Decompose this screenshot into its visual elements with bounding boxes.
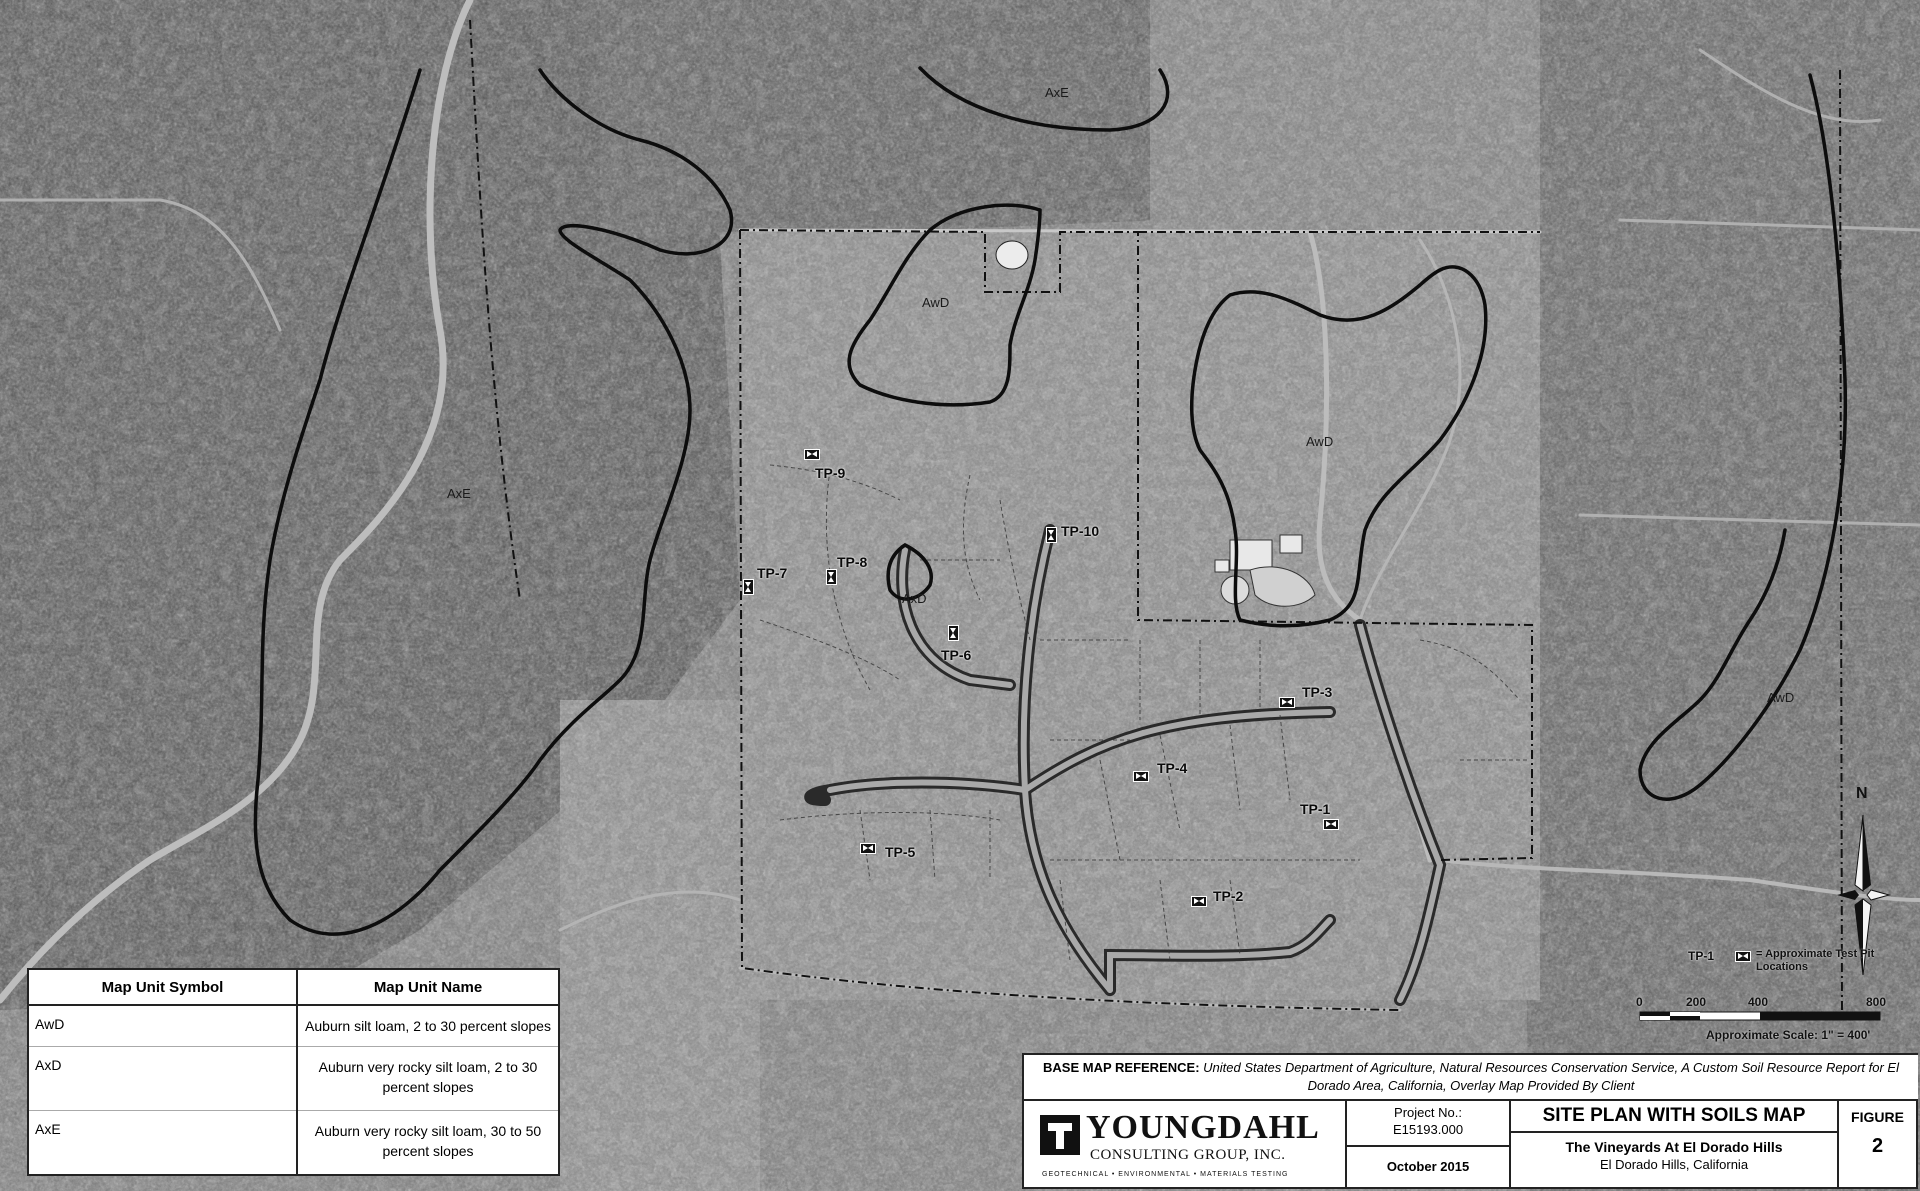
soil-boundaries xyxy=(253,66,1848,936)
test-pit-label-tp2: TP-2 xyxy=(1213,888,1244,904)
legend-name: Auburn very rocky silt loam, 2 to 30 per… xyxy=(297,1045,558,1111)
boundary-far-east xyxy=(1839,69,1843,1021)
test-pit-marker-tp8 xyxy=(826,569,837,585)
road-east-lane-2 xyxy=(1578,513,1920,527)
title-block: YOUNGDAHL CONSULTING GROUP, INC. GEOTECH… xyxy=(1022,1099,1918,1189)
soil-label-axe-west: AxE xyxy=(447,486,471,501)
test-pit-label-tp1: TP-1 xyxy=(1300,801,1331,817)
property-boundaries xyxy=(469,19,1843,1021)
scale-tick-200: 200 xyxy=(1686,995,1707,1009)
title-divider xyxy=(1511,1131,1837,1133)
soil-legend-table: Map Unit Symbol Map Unit Name AwD Auburn… xyxy=(27,968,560,1176)
test-pit-label-tp5: TP-5 xyxy=(885,844,916,860)
company-logo-icon xyxy=(1040,1115,1080,1155)
project-number-label: Project No.: xyxy=(1394,1105,1462,1120)
legend-row: AxD Auburn very rocky silt loam, 2 to 30… xyxy=(29,1045,558,1111)
test-pit-marker-tp4 xyxy=(1133,771,1149,782)
base-map-reference: BASE MAP REFERENCE: United States Depart… xyxy=(1022,1053,1918,1099)
legend-name: Auburn silt loam, 2 to 30 percent slopes xyxy=(297,1004,558,1047)
test-pit-marker-tp6 xyxy=(948,625,959,641)
legend-symbol: AwD xyxy=(29,1004,298,1047)
road-east-lane xyxy=(1618,218,1920,232)
road-north xyxy=(0,198,282,332)
test-pit-marker-tp9 xyxy=(804,449,820,460)
scale-tick-800: 800 xyxy=(1866,995,1887,1009)
soil-line-axd xyxy=(886,543,933,601)
figure-cell: FIGURE 2 xyxy=(1839,1101,1916,1187)
test-pit-marker-tp1 xyxy=(1323,819,1339,830)
scale-text: Approximate Scale: 1" = 400' xyxy=(1706,1028,1871,1042)
map-title-cell: SITE PLAN WITH SOILS MAP The Vineyards A… xyxy=(1511,1101,1839,1187)
scale-bar xyxy=(1639,1011,1881,1021)
figure-number: 2 xyxy=(1871,1135,1884,1157)
soil-line-awd-north xyxy=(847,203,1042,407)
road-west-highway xyxy=(0,0,474,1004)
soil-line-awd-far-east xyxy=(1638,73,1848,801)
legend-header-symbol: Map Unit Symbol xyxy=(29,970,298,1006)
legend-symbol: AxE xyxy=(29,1109,298,1174)
test-pit-label-tp4: TP-4 xyxy=(1157,760,1188,776)
project-name: The Vineyards At El Dorado Hills xyxy=(1565,1139,1783,1155)
legend-symbol: AxD xyxy=(29,1045,298,1111)
legend-row: AxE Auburn very rocky silt loam, 30 to 5… xyxy=(29,1109,558,1174)
road-sw-lane xyxy=(558,890,742,932)
test-pit-marker-tp7 xyxy=(743,579,754,595)
company-tagline: GEOTECHNICAL • ENVIRONMENTAL • MATERIALS… xyxy=(1042,1171,1289,1178)
project-location: El Dorado Hills, California xyxy=(1599,1157,1749,1172)
lot-lines xyxy=(759,464,1530,961)
map-title: SITE PLAN WITH SOILS MAP xyxy=(1542,1105,1806,1126)
soil-label-awd-far-east: AwD xyxy=(1767,690,1795,705)
soil-label-awd-east: AwD xyxy=(1306,434,1334,449)
project-info-cell: Project No.: E15193.000 October 2015 xyxy=(1347,1101,1511,1187)
soil-line-axe-west xyxy=(253,68,734,936)
project-divider xyxy=(1347,1145,1509,1147)
test-pit-label-tp6: TP-6 xyxy=(941,647,972,663)
test-pit-marker-tp2 xyxy=(1191,896,1207,907)
scale-tick-400: 400 xyxy=(1748,995,1769,1009)
legend-row: AwD Auburn silt loam, 2 to 30 percent sl… xyxy=(29,1004,558,1047)
soil-line-awd-east xyxy=(1189,265,1488,628)
map-key-tp-symbol: TP-1 xyxy=(1688,949,1715,963)
test-pit-marker-tp5 xyxy=(860,843,876,854)
road-far-east xyxy=(1698,48,1882,123)
company-name: YOUNGDAHL xyxy=(1086,1109,1320,1146)
water-tank xyxy=(995,240,1029,270)
map-key-tp-marker xyxy=(1735,951,1751,962)
soil-label-axd: AxD xyxy=(902,591,927,606)
soil-line-axe-top xyxy=(918,66,1170,132)
soil-label-axe-top: AxE xyxy=(1045,85,1069,100)
reference-label: BASE MAP REFERENCE: xyxy=(1043,1060,1200,1075)
north-label: N xyxy=(1856,785,1868,802)
test-pit-marker-tp10 xyxy=(1046,527,1057,543)
north-arrow xyxy=(1837,814,1891,976)
subdivision-streets-inner xyxy=(827,527,1444,1003)
reference-text: United States Department of Agriculture,… xyxy=(1203,1060,1899,1093)
legend-header-name: Map Unit Name xyxy=(297,970,558,1006)
test-pit-label-tp9: TP-9 xyxy=(815,465,846,481)
boundary-west-road xyxy=(469,19,521,601)
scale-tick-0: 0 xyxy=(1636,995,1643,1009)
boundary-site xyxy=(739,229,1533,861)
company-subtitle: CONSULTING GROUP, INC. xyxy=(1090,1147,1286,1163)
test-pit-label-tp8: TP-8 xyxy=(837,554,868,570)
test-pit-label-tp10: TP-10 xyxy=(1061,523,1100,539)
test-pit-marker-tp3 xyxy=(1279,697,1295,708)
legend-name: Auburn very rocky silt loam, 30 to 50 pe… xyxy=(297,1109,558,1174)
project-number: E15193.000 xyxy=(1392,1122,1464,1137)
map-key-tp-desc: = Approximate Test Pit Locations xyxy=(1756,948,1875,973)
project-date: October 2015 xyxy=(1386,1159,1470,1174)
test-pit-label-tp3: TP-3 xyxy=(1302,684,1333,700)
figure-label: FIGURE xyxy=(1851,1109,1904,1125)
company-logo-cell: YOUNGDAHL CONSULTING GROUP, INC. GEOTECH… xyxy=(1024,1101,1347,1187)
soil-label-awd-north: AwD xyxy=(922,295,950,310)
test-pit-label-tp7: TP-7 xyxy=(757,565,788,581)
road-east-loop xyxy=(1358,238,1462,622)
